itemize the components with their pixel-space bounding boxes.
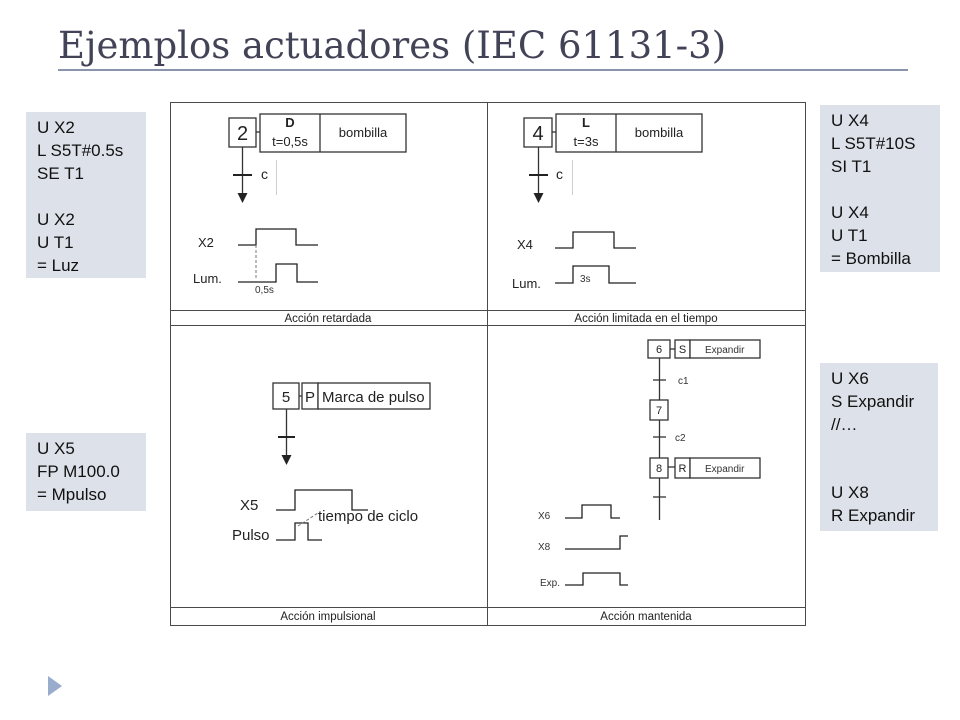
code-line: L S5T#10S xyxy=(831,134,916,153)
step-number: 6 xyxy=(656,344,662,356)
action-name: Marca de pulso xyxy=(322,389,425,406)
arrow-down-icon xyxy=(533,193,544,203)
step-number: 5 xyxy=(282,389,290,406)
timing-label-step: X2 xyxy=(198,235,214,250)
quadrant-mantenida: 6 S Expandir c1 7 c2 8 R Expandir X6 X8 … xyxy=(538,339,761,589)
step-number: 2 xyxy=(237,123,248,145)
quadrant-retardada: 2 D t=0,5s bombilla c X2 Lum. 0,5s xyxy=(193,113,407,296)
transition-label: c xyxy=(261,166,268,182)
action-box xyxy=(317,382,431,410)
code-line: U X4 xyxy=(831,203,869,222)
timing-duration-label: 3s xyxy=(580,274,591,285)
action-qualifier: D xyxy=(285,115,294,130)
code-line: R Expandir xyxy=(831,506,916,525)
code-line: U X6 xyxy=(831,369,869,388)
code-line: SE T1 xyxy=(37,164,84,183)
code-box-impulsional: U X5 FP M100.0 = Mpulso xyxy=(26,433,146,511)
timing-trace-output xyxy=(276,522,322,541)
step-number: 8 xyxy=(656,463,662,475)
action-box xyxy=(259,113,407,153)
action-name-set: Expandir xyxy=(705,345,745,356)
step-number: 4 xyxy=(532,123,543,145)
step-number: 7 xyxy=(656,405,662,417)
code-line: S Expandir xyxy=(831,392,915,411)
timing-label: Exp. xyxy=(540,578,560,589)
arrow-down-icon xyxy=(237,193,248,203)
cycle-pointer xyxy=(297,512,319,527)
caption-mantenida: Acción mantenida xyxy=(600,611,692,623)
action-qualifier-set: S xyxy=(679,344,686,356)
code-line: U X4 xyxy=(831,111,869,130)
right-triangle-icon-shape xyxy=(48,676,62,696)
cycle-time-label: tiempo de ciclo xyxy=(318,508,418,525)
timing-label-output: Pulso xyxy=(232,527,270,544)
action-box xyxy=(555,113,703,153)
transition-label: c2 xyxy=(675,433,686,444)
action-name: bombilla xyxy=(339,125,388,140)
arrow-down-icon xyxy=(281,455,292,465)
code-line: L S5T#0.5s xyxy=(37,141,124,160)
code-line: SI T1 xyxy=(831,157,872,176)
code-box-retardada: U X2 L S5T#0.5s SE T1 U X2 U T1 = Luz xyxy=(26,112,146,278)
action-time: t=3s xyxy=(574,134,599,149)
timing-label: X8 xyxy=(538,542,551,553)
transition-label: c xyxy=(556,166,563,182)
grafcet-actions-figure: Acción retardada Acción limitada en el t… xyxy=(170,102,806,626)
timing-trace-output xyxy=(238,263,318,283)
quadrant-impulsional: 5 P Marca de pulso X5 Pulso tiempo de ci… xyxy=(232,382,431,544)
timing-trace-step xyxy=(276,489,368,511)
step-box xyxy=(272,382,300,410)
code-box-mantenida: U X6 S Expandir //… U X8 R Expandir xyxy=(820,363,938,531)
timing-label-output: Lum. xyxy=(193,271,222,286)
caption-retardada: Acción retardada xyxy=(285,313,373,325)
code-line: U X2 xyxy=(37,118,75,137)
timing-label-step: X5 xyxy=(240,497,258,514)
quadrant-limitada: 4 L t=3s bombilla c X4 Lum. 3s xyxy=(512,113,703,291)
slide-title: Ejemplos actuadores (IEC 61131-3) xyxy=(58,24,727,67)
timing-trace-step xyxy=(238,228,318,246)
action-qualifier: L xyxy=(582,115,590,130)
timing-trace xyxy=(565,535,628,550)
action-time: t=0,5s xyxy=(272,134,308,149)
title-underline xyxy=(58,69,908,71)
timing-trace-output xyxy=(555,265,636,284)
caption-limitada: Acción limitada en el tiempo xyxy=(574,313,717,325)
action-box xyxy=(689,339,761,359)
action-name: bombilla xyxy=(635,125,684,140)
action-box xyxy=(689,457,761,479)
timing-label-output: Lum. xyxy=(512,276,541,291)
right-triangle-icon xyxy=(48,676,62,696)
code-line: FP M100.0 xyxy=(37,462,120,481)
action-qualifier-reset: R xyxy=(679,463,687,475)
code-line: U T1 xyxy=(37,233,74,252)
code-line: = Luz xyxy=(37,256,80,275)
action-qualifier: P xyxy=(305,389,315,406)
action-name-reset: Expandir xyxy=(705,464,745,475)
timing-delay-label: 0,5s xyxy=(255,285,274,296)
timing-trace xyxy=(565,572,628,586)
code-line: U X2 xyxy=(37,210,75,229)
code-line: U T1 xyxy=(831,226,868,245)
code-line: U X5 xyxy=(37,439,75,458)
code-box-limitada: U X4 L S5T#10S SI T1 U X4 U T1 = Bombill… xyxy=(820,105,940,272)
code-line: U X8 xyxy=(831,483,869,502)
timing-trace xyxy=(565,504,620,519)
code-line: //… xyxy=(831,415,858,434)
timing-trace-step xyxy=(555,231,636,249)
code-line: = Bombilla xyxy=(831,249,911,268)
caption-impulsional: Acción impulsional xyxy=(280,611,375,623)
code-line: = Mpulso xyxy=(37,485,107,504)
timing-label-step: X4 xyxy=(517,237,533,252)
timing-label: X6 xyxy=(538,511,551,522)
transition-label: c1 xyxy=(678,376,689,387)
